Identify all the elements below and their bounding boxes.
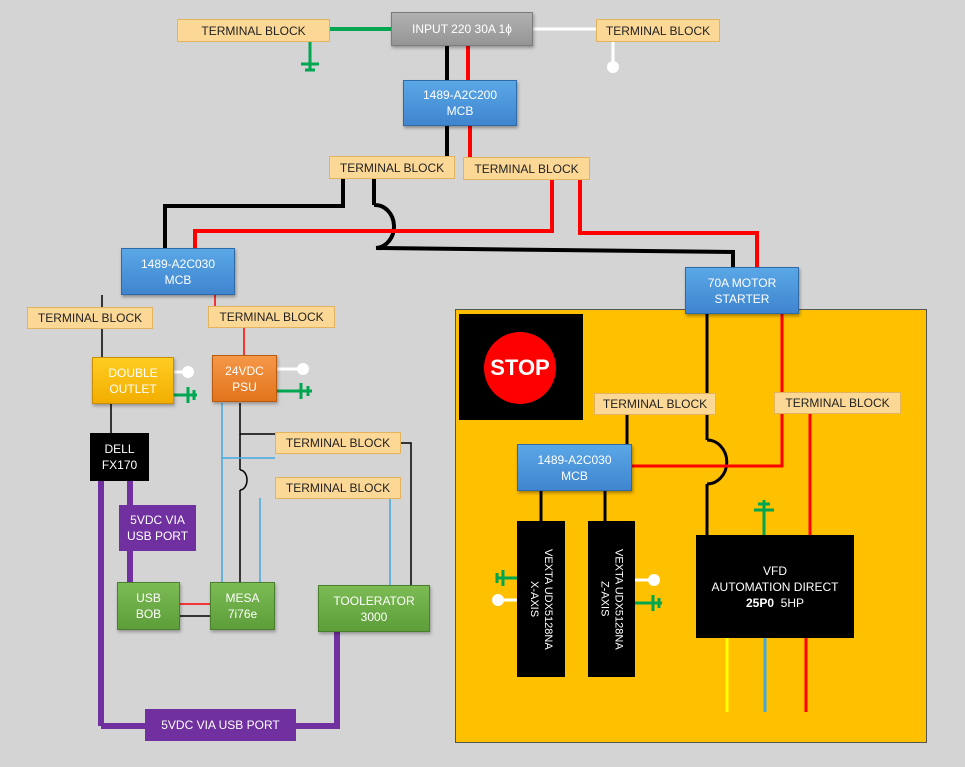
left-mcb-model: 1489-A2C030 [140, 256, 216, 271]
vfd-line1: VFD [763, 563, 787, 578]
mesa-line1: MESA [225, 591, 260, 605]
main-mcb: 1489-A2C200 MCB [403, 80, 517, 126]
usb-power-upper: 5VDC VIA USB PORT [119, 505, 196, 551]
double-outlet: DOUBLE OUTLET [92, 357, 174, 404]
left-mcb-type: MCB [164, 272, 192, 287]
usb-power-bottom: 5VDC VIA USB PORT [145, 709, 296, 741]
motor-starter: 70A MOTOR STARTER [685, 267, 799, 314]
z-axis-model: VEXTA UDX5128NA [612, 548, 625, 650]
z-axis-label: Z-AXIS [598, 581, 611, 617]
psu-line1: 24VDC [225, 363, 264, 378]
x-axis-label: X-AXIS [528, 580, 540, 618]
panel-mcb: 1489-A2C030 MCB [517, 444, 632, 491]
toolerator-line1: TOOLERATOR [333, 593, 415, 608]
terminal-block-neutral: TERMINAL BLOCK [596, 19, 720, 42]
terminal-block-panel-right: TERMINAL BLOCK [774, 392, 901, 414]
usb-power-upper-line1: 5VDC VIA [130, 513, 185, 527]
motor-starter-line1: 70A MOTOR [707, 275, 777, 290]
terminal-block-outlet: TERMINAL BLOCK [27, 307, 153, 329]
terminal-block-hot: TERMINAL BLOCK [463, 157, 590, 180]
left-mcb: 1489-A2C030 MCB [121, 248, 235, 295]
main-mcb-model: 1489-A2C200 [422, 88, 498, 102]
dell-line2: FX170 [101, 458, 138, 472]
vfd-line3: 25P0 5HP [746, 595, 804, 611]
terminal-block-psu: TERMINAL BLOCK [208, 306, 335, 328]
psu-24vdc: 24VDC PSU [212, 355, 277, 402]
usb-bob-line1: USB [136, 591, 161, 605]
double-outlet-line2: OUTLET [109, 381, 157, 396]
psu-line2: PSU [232, 379, 257, 394]
input-power-source: INPUT 220 30A 1ϕ [391, 12, 533, 46]
dell-computer: DELL FX170 [90, 433, 149, 481]
panel-mcb-type: MCB [561, 468, 588, 483]
panel-mcb-model: 1489-A2C030 [537, 452, 612, 467]
vfd: VFD AUTOMATION DIRECT 25P0 5HP [696, 535, 854, 638]
terminal-block-line: TERMINAL BLOCK [329, 156, 455, 179]
stop-button: STOP [484, 332, 556, 404]
vfd-line2: AUTOMATION DIRECT [711, 579, 839, 594]
x-axis-stepper-driver: X-AXIS VEXTA UDX5128NA [517, 521, 565, 677]
vfd-model: 25P0 [745, 595, 774, 610]
terminal-block-panel-left: TERMINAL BLOCK [594, 393, 716, 415]
z-axis-stepper-driver: Z-AXIS VEXTA UDX5128NA [588, 521, 635, 677]
usb-power-upper-line2: USB PORT [126, 529, 189, 543]
main-mcb-type: MCB [446, 104, 474, 118]
toolerator-line2: 3000 [360, 609, 388, 624]
mesa-card: MESA 7i76e [210, 582, 275, 630]
usb-bob: USB BOB [117, 582, 180, 630]
double-outlet-line1: DOUBLE [108, 365, 158, 380]
terminal-block-toolerator: TERMINAL BLOCK [275, 477, 401, 499]
vfd-power: 5HP [780, 595, 805, 610]
x-axis-model: VEXTA UDX5128NA [542, 548, 554, 650]
motor-starter-line2: STARTER [714, 291, 770, 306]
terminal-block-ground: TERMINAL BLOCK [177, 19, 330, 42]
dell-line1: DELL [104, 442, 135, 456]
terminal-block-mesa: TERMINAL BLOCK [275, 432, 401, 454]
mesa-line2: 7i76e [227, 607, 258, 621]
usb-bob-line2: BOB [135, 607, 162, 621]
toolerator: TOOLERATOR 3000 [318, 585, 430, 632]
